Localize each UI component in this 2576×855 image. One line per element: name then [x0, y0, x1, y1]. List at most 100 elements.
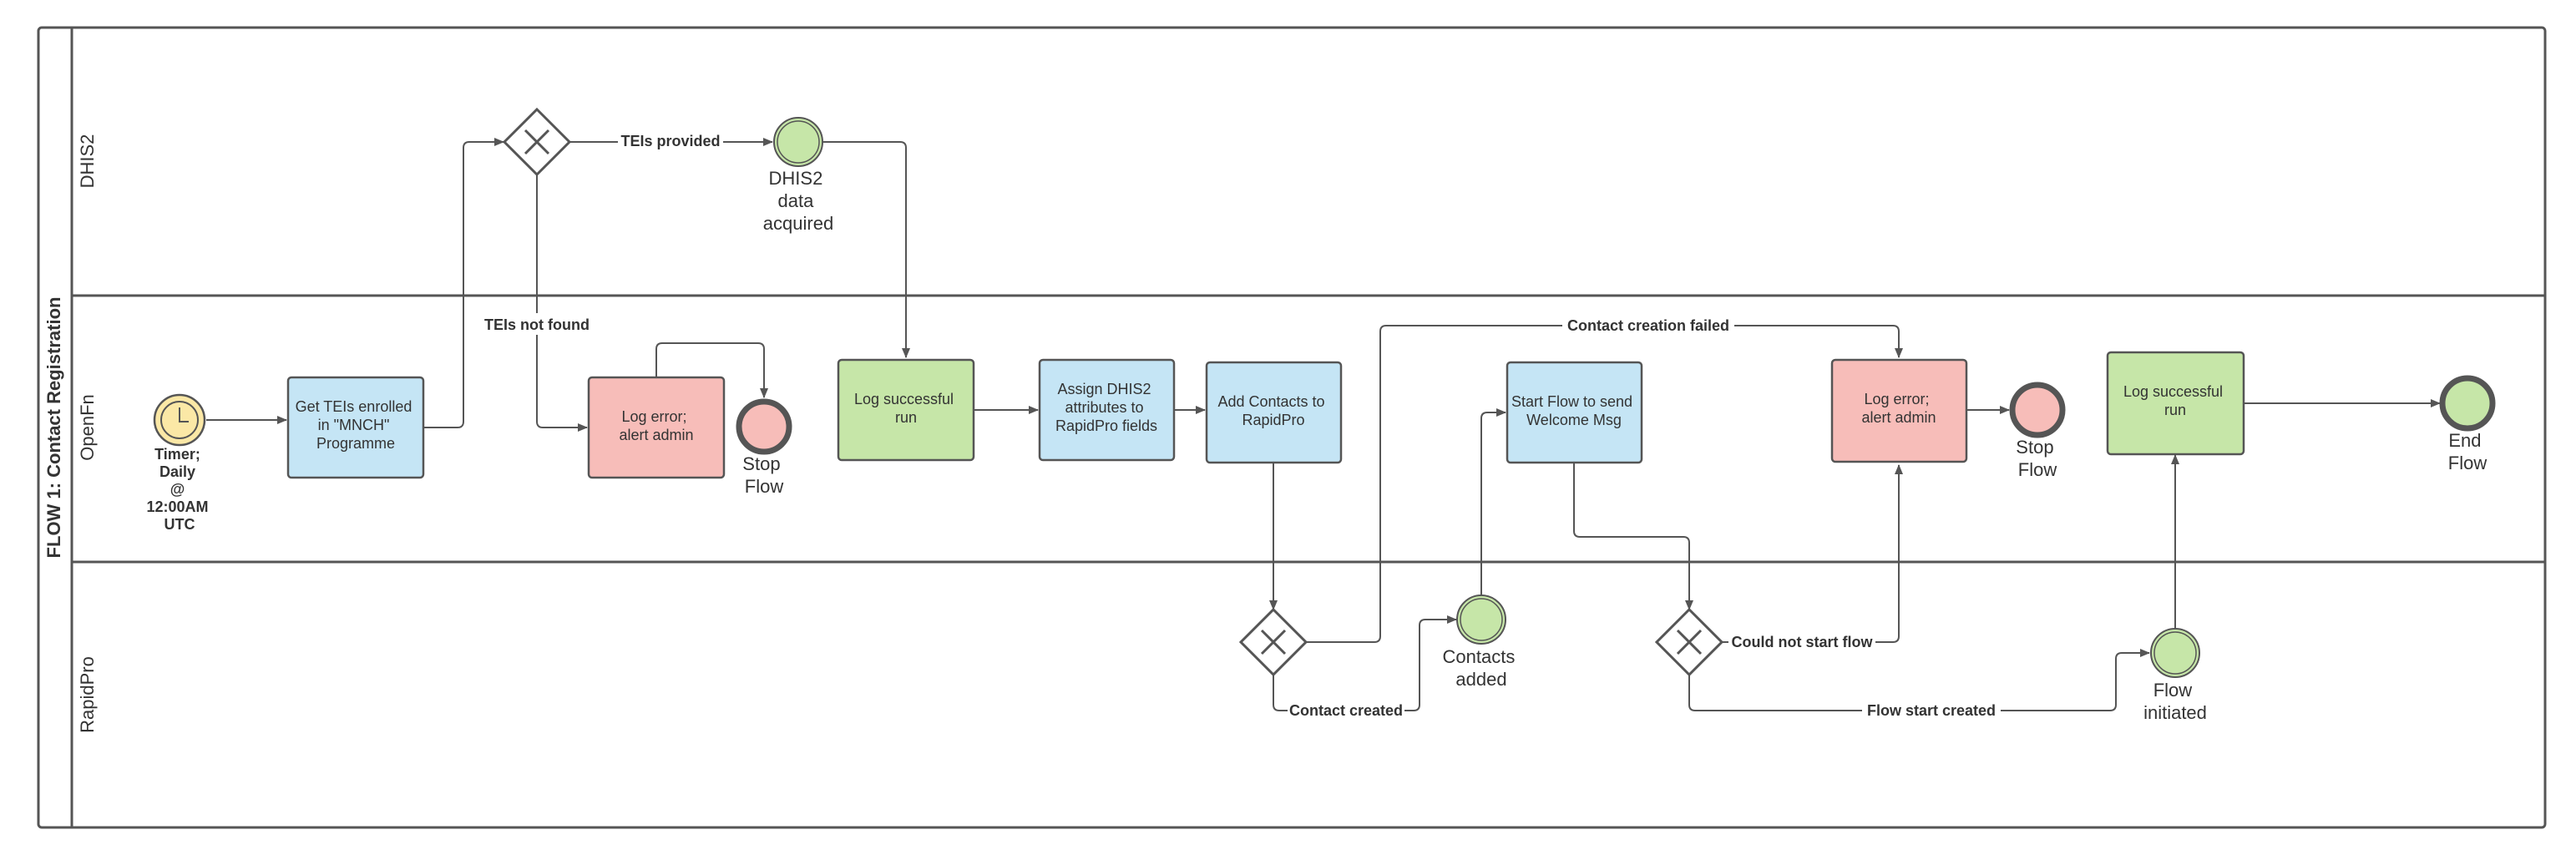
event-label-line: Stop	[2016, 437, 2053, 458]
task-box	[286, 376, 425, 479]
gateway-teis	[502, 107, 572, 177]
task-label-line: Log error;	[1864, 391, 1929, 407]
edge-labels: TEIs provided TEIs not found Contact cre…	[482, 130, 2001, 721]
edge-could-not-start-flow	[1722, 464, 1903, 643]
task-label-line: alert admin	[619, 427, 693, 443]
gateway-contact-created	[1238, 607, 1308, 677]
task-get-teis: Get TEIs enrolled in "MNCH" Programme	[286, 376, 425, 479]
task-label: Log error; alert admin	[619, 408, 693, 443]
edge-label-could-not-start-flow: Could not start flow	[1732, 634, 1874, 650]
task-box	[1506, 361, 1643, 464]
event-label-line: Flow	[2018, 459, 2057, 480]
event-label-line: Stop	[742, 453, 780, 474]
event-label-line: UTC	[164, 516, 195, 533]
task-label-line: Log successful	[854, 391, 954, 407]
event-label: Flow initiated	[2143, 680, 2207, 723]
event-contacts-added: Contacts added	[1443, 594, 1521, 690]
pool-title: FLOW 1: Contact Registration	[43, 297, 64, 559]
task-box	[1205, 361, 1343, 464]
edge-label-flow-start-created: Flow start created	[1867, 702, 1996, 719]
edge-label-bg	[1728, 631, 1875, 653]
lane-openfn: OpenFn	[77, 394, 98, 461]
clock-hands-icon	[179, 407, 189, 422]
event-label-line: added	[1455, 669, 1506, 690]
task-label-line: attributes to	[1065, 399, 1143, 416]
event-end-flow: End Flow	[2439, 375, 2496, 473]
connectors	[206, 138, 2441, 711]
end-event-circle	[2439, 375, 2496, 432]
task-add-contacts: Add Contacts to RapidPro	[1205, 361, 1343, 464]
edge-label-bg	[618, 130, 723, 152]
event-label-line: End	[2448, 430, 2481, 451]
intermediate-event-inner	[1460, 598, 1503, 641]
task-start-flow: Start Flow to send Welcome Msg	[1506, 361, 1643, 464]
edge-label-bg	[1562, 315, 1734, 336]
lane-rapidpro: RapidPro	[77, 656, 98, 733]
edge-label-teis-provided: TEIs provided	[620, 133, 720, 149]
event-label: Stop Flow	[742, 453, 785, 497]
gateway-x-icon	[524, 129, 550, 155]
task-label: Add Contacts to RapidPro	[1217, 393, 1328, 428]
task-label: Log error; alert admin	[1861, 391, 1936, 426]
edge-contact-created	[1273, 615, 1457, 711]
task-label-line: run	[895, 409, 917, 426]
event-flow-initiated: Flow initiated	[2143, 628, 2207, 723]
event-label-line: Flow	[745, 476, 784, 497]
event-label: DHIS2 data acquired	[763, 168, 833, 234]
task-label: Assign DHIS2 attributes to RapidPro fiel…	[1055, 381, 1157, 434]
task-label-line: in "MNCH"	[318, 417, 390, 433]
task-label-line: RapidPro fields	[1055, 417, 1157, 434]
intermediate-event-circle	[773, 117, 823, 167]
end-event-circle	[2009, 382, 2066, 438]
event-label: Contacts added	[1443, 646, 1521, 690]
event-dhis2-acquired: DHIS2 data acquired	[763, 117, 833, 234]
event-label-line: 12:00AM	[146, 498, 208, 515]
task-label-line: Log successful	[2123, 383, 2223, 400]
event-label-line: Flow	[2153, 680, 2193, 701]
edge-label-bg	[1288, 700, 1404, 721]
event-label-line: Daily	[159, 463, 195, 480]
event-label-line: @	[170, 481, 185, 498]
edge-label-bg	[482, 313, 592, 335]
task-label-line: Log error;	[621, 408, 686, 425]
event-label-line: Timer;	[154, 446, 200, 463]
task-log-success-2: Log successful run	[2106, 351, 2245, 456]
gateway-x-icon	[1676, 629, 1703, 655]
task-label: Log successful run	[2123, 383, 2227, 418]
task-log-success-1: Log successful run	[837, 358, 975, 462]
intermediate-event-inner	[777, 120, 820, 164]
event-label: Stop Flow	[2016, 437, 2058, 480]
task-log-error-2: Log error; alert admin	[1830, 358, 1968, 463]
edge-teis-not-found	[536, 174, 588, 432]
edge-dhis2-to-log-success	[822, 141, 910, 358]
event-label: Timer; Daily @ 12:00AM UTC	[146, 446, 212, 533]
edge-flow-start-created	[1688, 649, 2150, 711]
task-label-line: run	[2164, 402, 2186, 418]
task-log-error-1: Log error; alert admin	[587, 376, 726, 479]
task-label-line: alert admin	[1861, 409, 1936, 426]
edge-contacts-added-to-start-flow	[1480, 408, 1506, 595]
edge-log-error-1-to-stop	[655, 342, 768, 398]
task-label-line: Start Flow to send	[1511, 393, 1632, 410]
task-label: Start Flow to send Welcome Msg	[1511, 393, 1637, 428]
task-assign-attributes: Assign DHIS2 attributes to RapidPro fiel…	[1038, 358, 1176, 462]
task-label-line: Assign DHIS2	[1057, 381, 1151, 397]
lane-label-rapidpro: RapidPro	[77, 656, 98, 733]
task-label-line: RapidPro	[1242, 412, 1304, 428]
gateway-flow-started	[1654, 607, 1724, 677]
intermediate-event-circle	[2150, 628, 2200, 678]
task-label: Log successful run	[854, 391, 958, 426]
event-timer-start: Timer; Daily @ 12:00AM UTC	[146, 393, 212, 533]
intermediate-event-circle	[1456, 594, 1506, 645]
intermediate-event-inner	[2153, 631, 2197, 675]
task-box	[1038, 358, 1176, 462]
event-label-line: data	[778, 190, 815, 211]
event-label-line: DHIS2	[769, 168, 823, 189]
lane-label-dhis2: DHIS2	[77, 134, 98, 189]
event-label-line: Flow	[2448, 453, 2487, 473]
task-label: Get TEIs enrolled in "MNCH" Programme	[296, 398, 417, 452]
task-label-line: Welcome Msg	[1526, 412, 1622, 428]
task-box	[587, 376, 726, 479]
edge-contact-creation-failed	[1306, 325, 1903, 643]
